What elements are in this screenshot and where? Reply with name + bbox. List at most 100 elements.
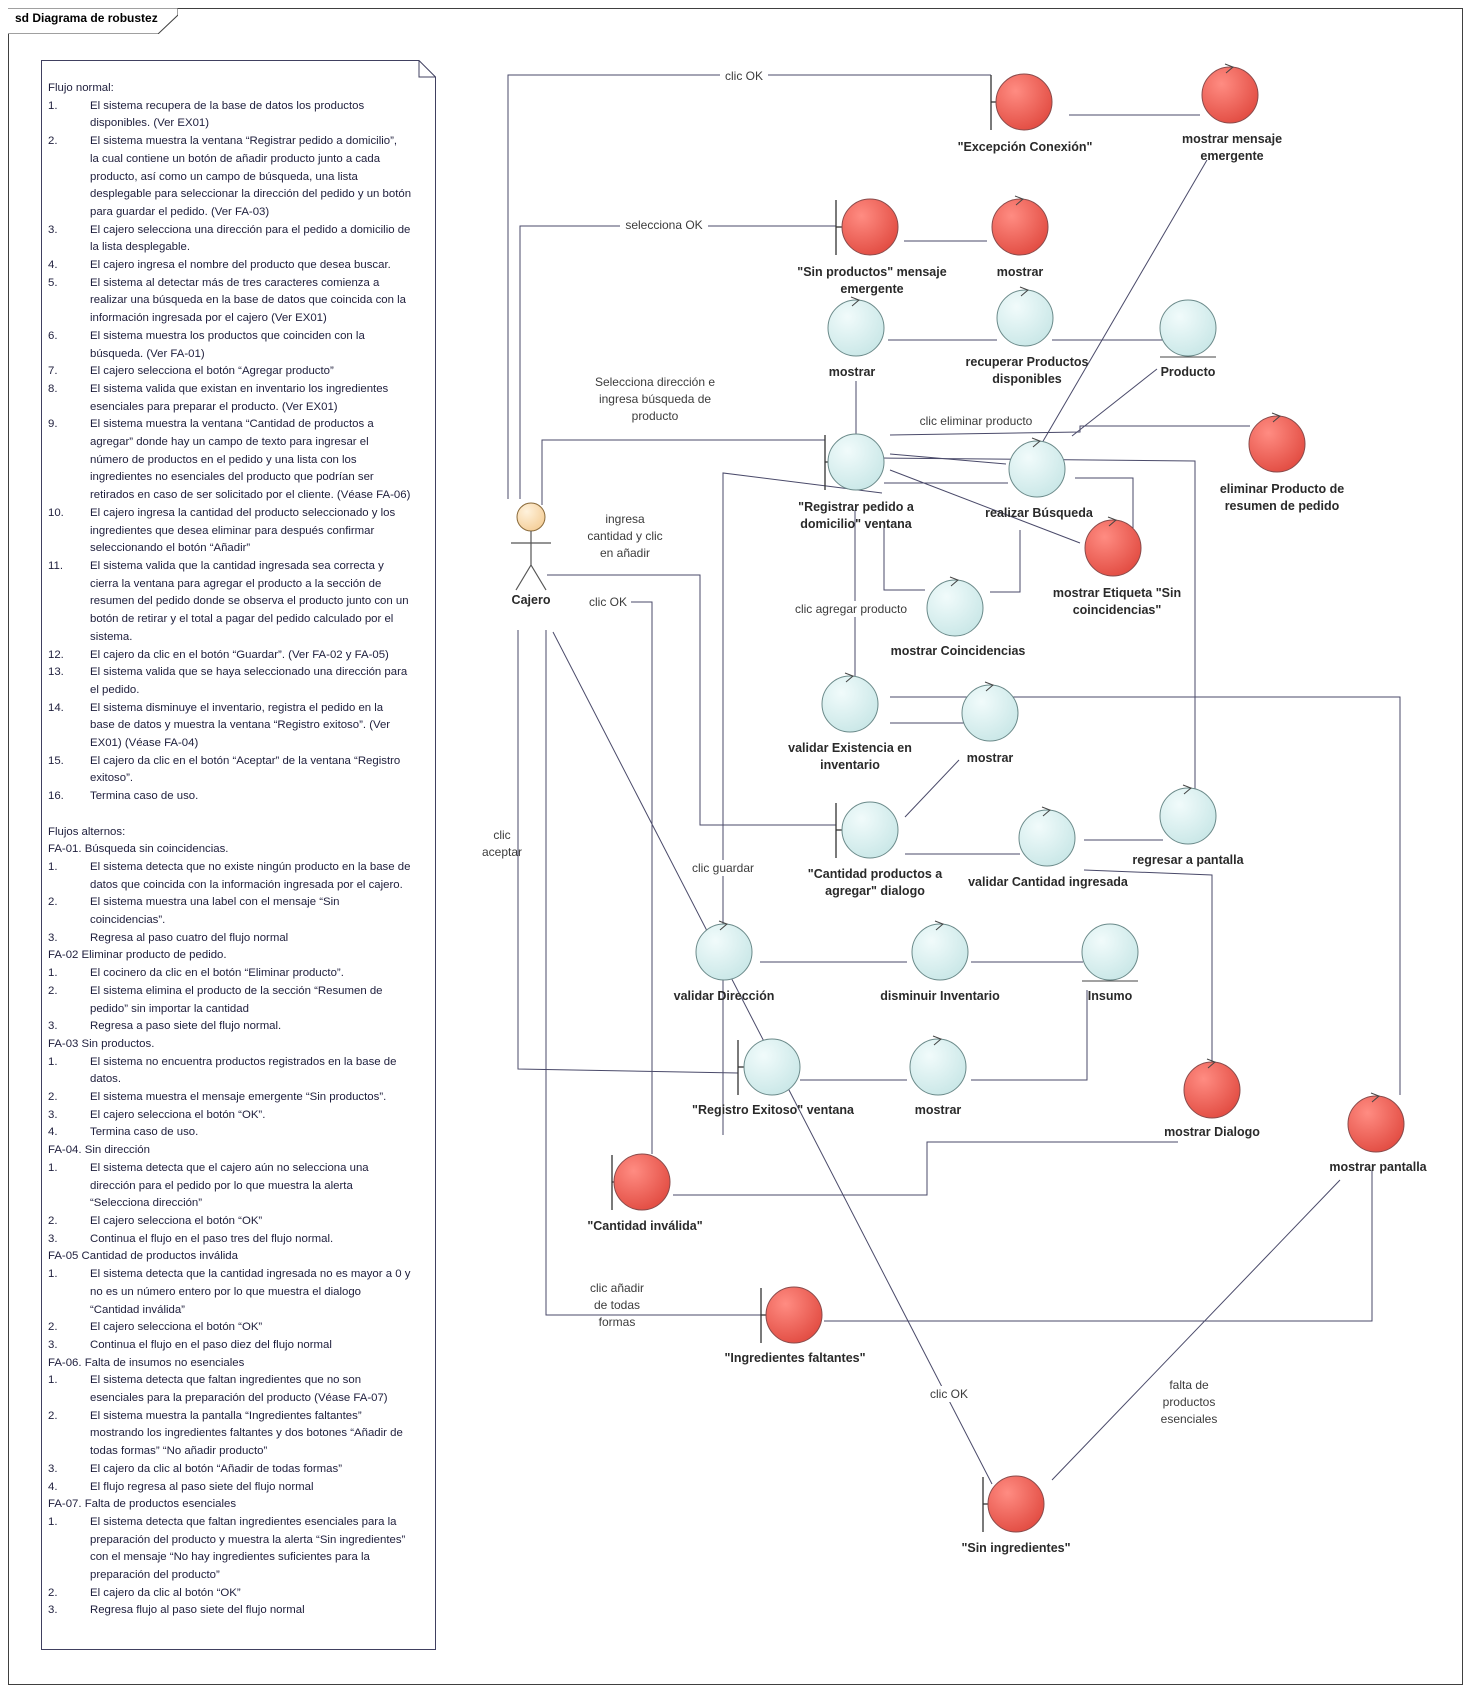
note-line: ingredientes que desea eliminar para des… <box>48 523 428 541</box>
note-line: 1.El sistema recupera de la base de dato… <box>48 98 428 116</box>
note-line-number: 1. <box>48 967 58 980</box>
note-line: 2.El cajero da clic al botón “OK” <box>48 1585 428 1603</box>
note-line-text: número de productos en el pedido y una l… <box>90 453 357 466</box>
note-line-number: 4. <box>48 1126 58 1139</box>
note-line: 2.El sistema muestra el mensaje emergent… <box>48 1089 428 1107</box>
note-line-number: 1. <box>48 860 58 873</box>
note-line: producto, así como un campo de búsqueda,… <box>48 169 428 187</box>
control-recuperar-productos <box>996 286 1054 347</box>
note-line-number: 3. <box>48 223 58 236</box>
note-line-text: dirección para el pedido por lo que mues… <box>90 1179 353 1192</box>
note-line-number: 3. <box>48 1462 58 1475</box>
note-line-text: exitoso”. <box>90 772 134 785</box>
note-line-text: preparación del producto y muestra la al… <box>90 1533 406 1546</box>
edge-clic-guardar: clic guardar <box>692 861 754 875</box>
note-line: 1.El sistema detecta que faltan ingredie… <box>48 1372 428 1390</box>
label-mostrar-3: mostrar <box>967 751 1014 765</box>
note-line-text: El sistema muestra la ventana “Cantidad … <box>90 418 374 431</box>
boundary-registrar-pedido <box>824 433 885 491</box>
note-line: preparación del producto y muestra la al… <box>48 1532 428 1550</box>
note-line: 2.El sistema muestra la pantalla “Ingred… <box>48 1408 428 1426</box>
note-line-text: El cajero selecciona el botón “OK”. <box>90 1108 266 1121</box>
control-mostrar-etiqueta <box>1084 516 1142 577</box>
label-cantidad-invalida: "Cantidad inválida" <box>587 1219 702 1233</box>
note-line-text: FA-01. Búsqueda sin coincidencias. <box>48 843 229 856</box>
note-line-number: 14. <box>48 701 64 714</box>
note-line-text: pedido” sin importar la cantidad <box>90 1002 249 1015</box>
note-line-number: 1. <box>48 1268 58 1281</box>
note-line-number: 1. <box>48 99 58 112</box>
boundary-ingredientes-faltantes <box>760 1286 823 1344</box>
note-line: “Selecciona dirección” <box>48 1195 428 1213</box>
flow-note-text: Flujo normal:1.El sistema recupera de la… <box>48 80 428 1620</box>
control-mostrar-4 <box>909 1035 967 1096</box>
note-line: 6.El sistema muestra los productos que c… <box>48 328 428 346</box>
note-line-text: botón de retirar y el total a pagar del … <box>90 613 394 626</box>
note-line: datos. <box>48 1071 428 1089</box>
note-line-text: El sistema detecta que el cajero aún no … <box>90 1161 369 1174</box>
control-regresar-pantalla <box>1159 784 1217 845</box>
edge-clic-ok-mid: clic OK <box>589 595 627 609</box>
note-line-text: El sistema valida que existan en inventa… <box>90 382 389 395</box>
note-line-number: 9. <box>48 418 58 431</box>
note-line: 2.El sistema elimina el producto de la s… <box>48 983 428 1001</box>
note-line-text: mostrando los ingredientes faltantes y d… <box>90 1427 403 1440</box>
note-line: 12.El cajero da clic en el botón “Guarda… <box>48 647 428 665</box>
note-line: coincidencias”. <box>48 912 428 930</box>
note-line-number: 2. <box>48 135 58 148</box>
note-line: 13.El sistema valida que se haya selecci… <box>48 664 428 682</box>
note-line-number: 5. <box>48 276 58 289</box>
control-mostrar-mensaje-emergente <box>1201 63 1259 124</box>
note-line-number: 1. <box>48 1161 58 1174</box>
note-line: información ingresada por el cajero (Ver… <box>48 310 428 328</box>
note-line-text: El sistema valida que se haya selecciona… <box>90 666 408 679</box>
edge-clic-ok-top: clic OK <box>725 69 763 83</box>
note-line: 8.El sistema valida que existan en inven… <box>48 381 428 399</box>
note-line: búsqueda. (Ver FA-01) <box>48 346 428 364</box>
control-validar-existencia <box>821 672 879 733</box>
note-line-text: EX01) (Véase FA-04) <box>90 737 199 750</box>
flow-note <box>41 60 436 1650</box>
note-line-number: 3. <box>48 1338 58 1351</box>
note-line-number: 3. <box>48 1604 58 1617</box>
note-line: para guardar el pedido. (Ver FA-03) <box>48 204 428 222</box>
note-line: FA-03 Sin productos. <box>48 1036 428 1054</box>
note-line-text: El cocinero da clic en el botón “Elimina… <box>90 967 344 980</box>
note-line-text: El sistema elimina el producto de la sec… <box>90 984 383 997</box>
note-line: FA-04. Sin dirección <box>48 1142 428 1160</box>
label-mostrar-2: mostrar <box>829 365 876 379</box>
note-line-text: la cual contiene un botón de añadir prod… <box>90 152 381 165</box>
label-mostrar-dialogo: mostrar Dialogo <box>1164 1125 1260 1139</box>
note-line: el pedido. <box>48 682 428 700</box>
diagram-frame <box>8 8 1463 1685</box>
note-line-text: FA-05 Cantidad de productos inválida <box>48 1250 238 1263</box>
note-line-number: 1. <box>48 1055 58 1068</box>
note-line-text: Regresa a paso siete del flujo normal. <box>90 1020 282 1033</box>
note-line-text: FA-02 Eliminar producto de pedido. <box>48 949 227 962</box>
note-line: 3.Continua el flujo en el paso tres del … <box>48 1231 428 1249</box>
note-line-text: “Selecciona dirección” <box>90 1197 203 1210</box>
edge-clic-eliminar-producto: clic eliminar producto <box>920 414 1033 428</box>
note-line-text: El cajero ingresa el nombre del producto… <box>90 259 391 272</box>
note-line-text: disponibles. (Ver EX01) <box>90 117 210 130</box>
note-line: 15.El cajero da clic en el botón “Acepta… <box>48 753 428 771</box>
note-line: 3.El cajero selecciona el botón “OK”. <box>48 1107 428 1125</box>
note-line-number: 3. <box>48 931 58 944</box>
note-line-text: preparación del producto” <box>90 1569 220 1582</box>
note-line-text: El sistema valida que la cantidad ingres… <box>90 559 384 572</box>
frame-title: sd Diagrama de robustez <box>15 11 158 25</box>
note-line-text: el pedido. <box>90 683 140 696</box>
note-line-number: 1. <box>48 1374 58 1387</box>
note-line: dirección para el pedido por lo que mues… <box>48 1178 428 1196</box>
note-line-text: realizar una búsqueda en la base de dato… <box>90 294 407 307</box>
label-mostrar-coincidencias: mostrar Coincidencias <box>891 644 1026 658</box>
note-line: 7.El cajero selecciona el botón “Agregar… <box>48 363 428 381</box>
